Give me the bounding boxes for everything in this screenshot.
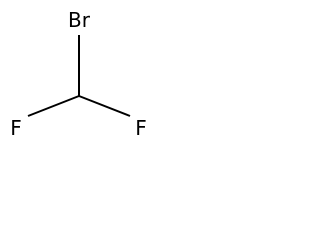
atom-fluorine-right-label: F bbox=[135, 116, 147, 140]
atom-fluorine-left-label: F bbox=[10, 116, 22, 140]
bond-carbon-fluorine-left bbox=[27, 95, 80, 117]
molecule-structure: Br F F bbox=[10, 8, 147, 140]
bond-carbon-fluorine-right bbox=[78, 95, 131, 117]
atom-bromine-label: Br bbox=[68, 8, 91, 32]
